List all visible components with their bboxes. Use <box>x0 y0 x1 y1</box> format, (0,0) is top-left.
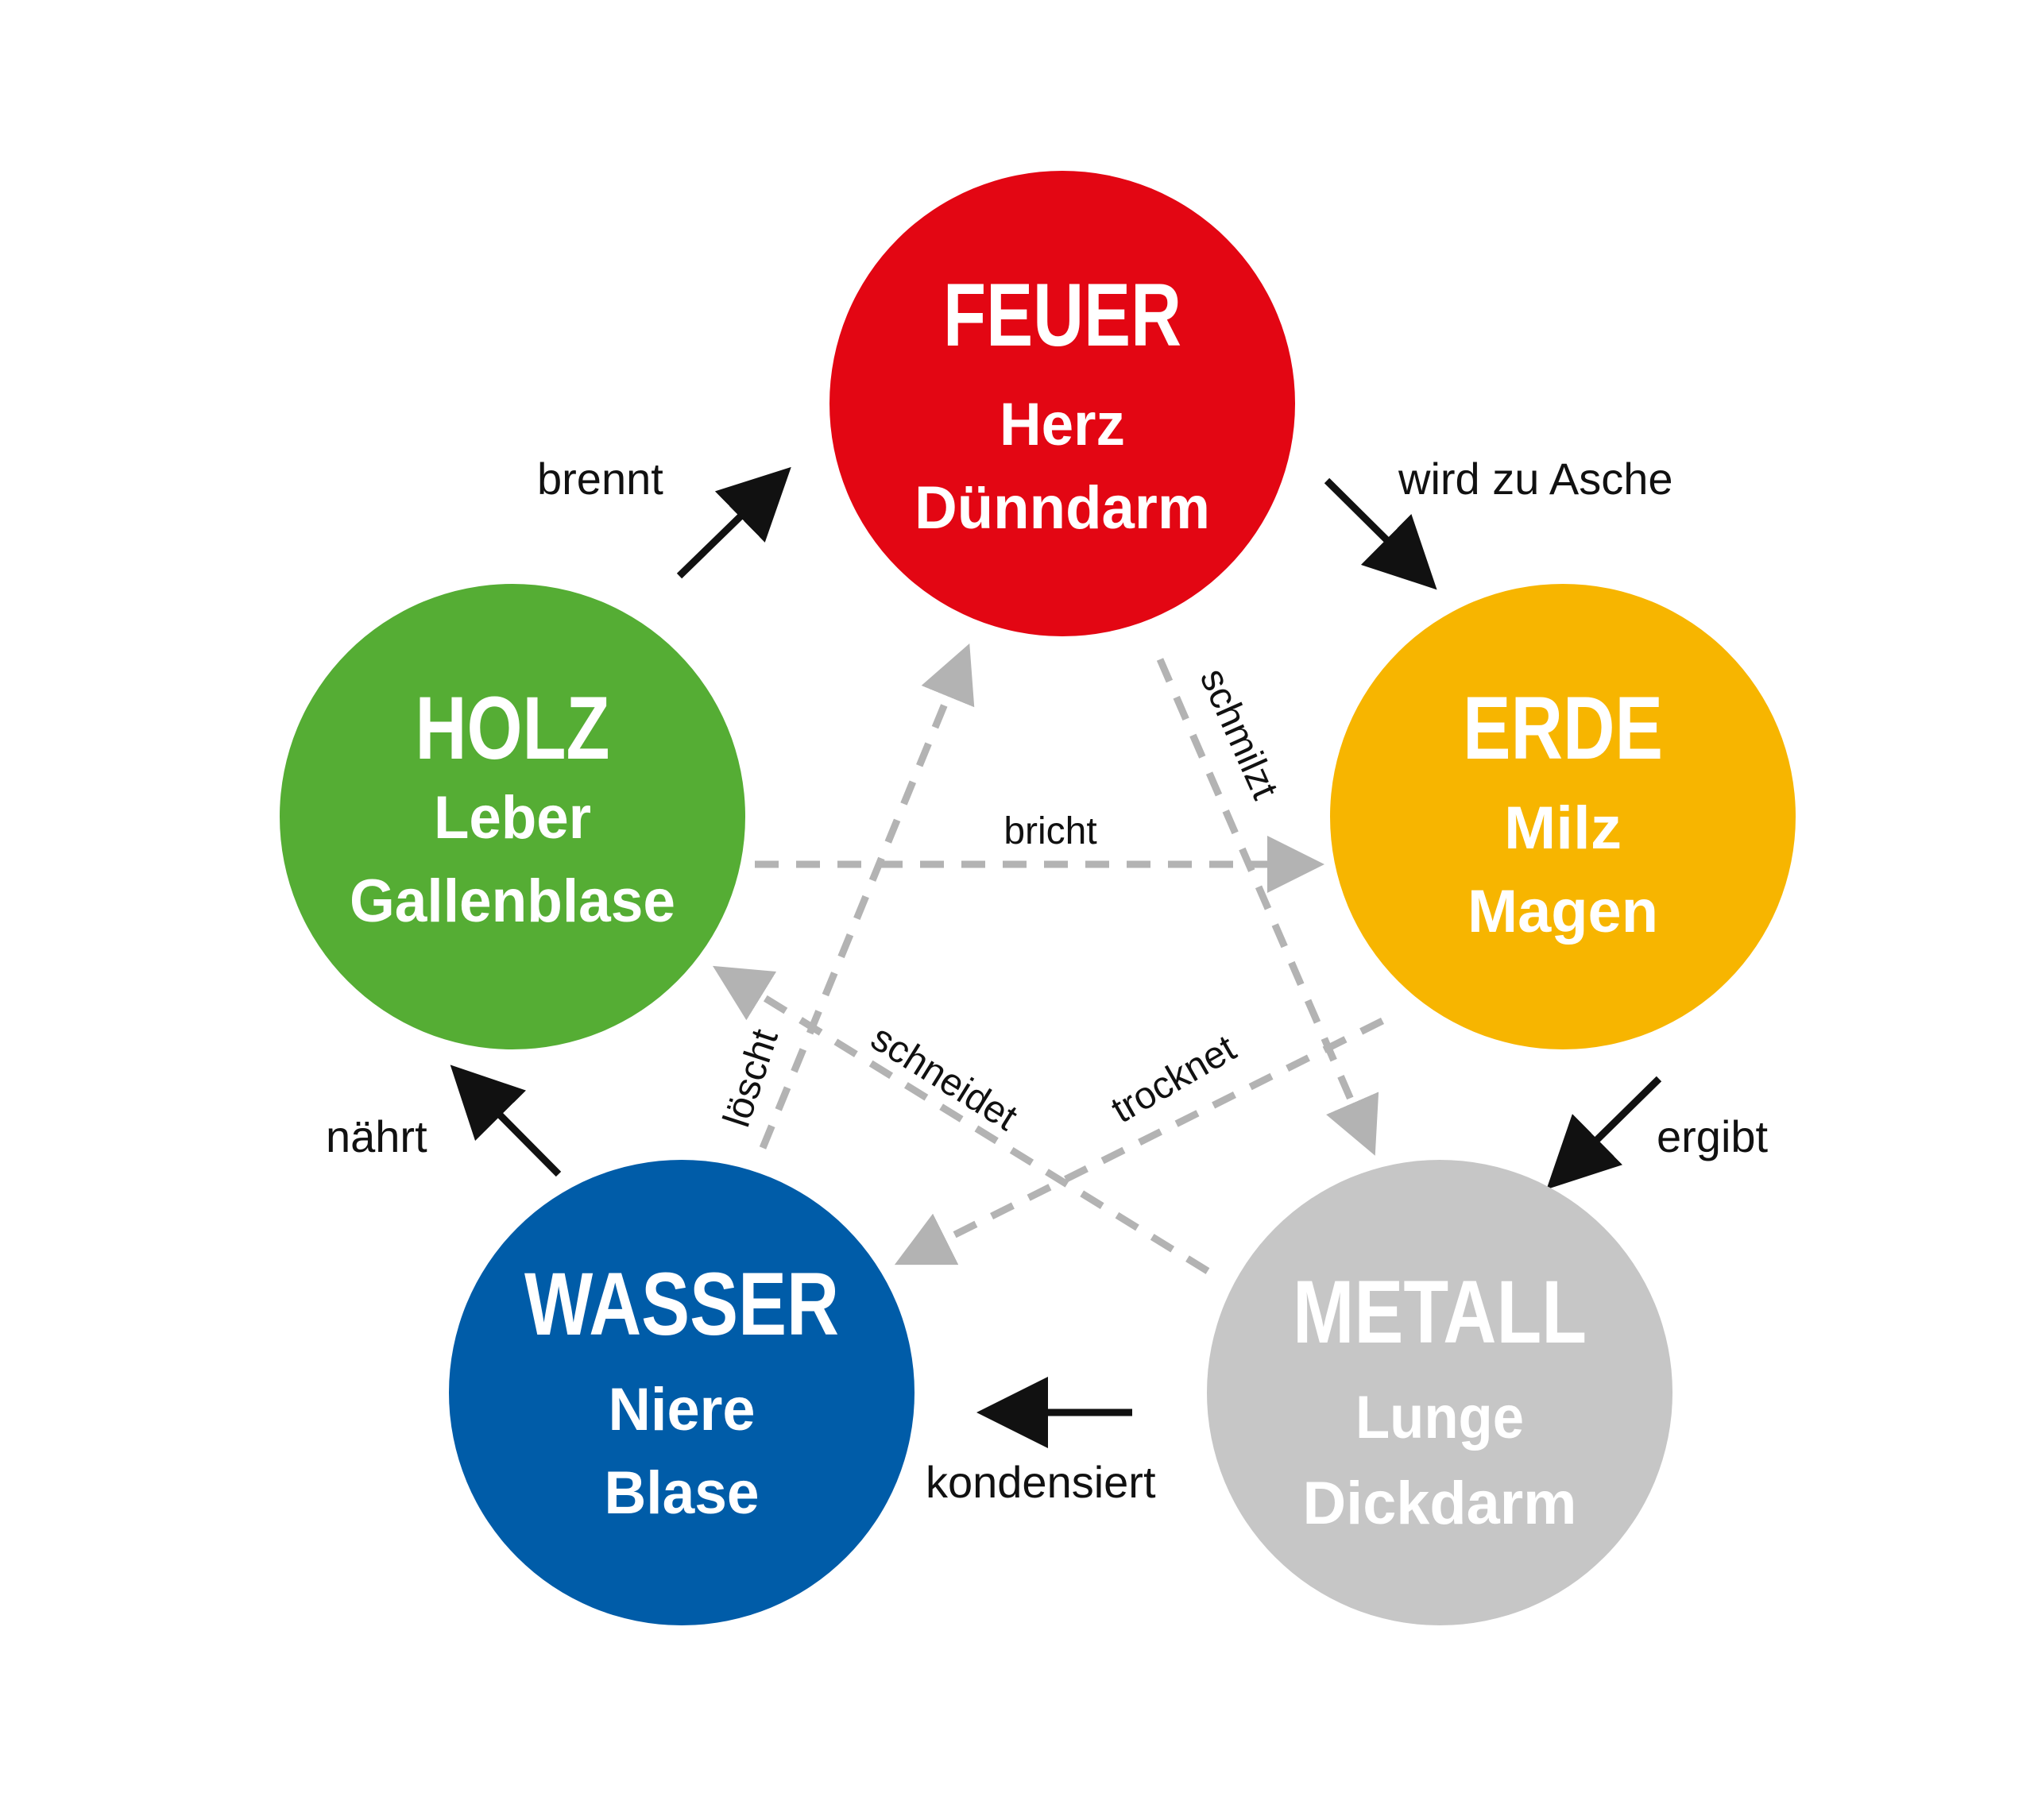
label-kondensiert: kondensiert <box>926 1457 1156 1507</box>
erde-organ-1: Milz <box>1504 794 1622 862</box>
wasser-organ-1: Niere <box>609 1376 756 1443</box>
controlling-arrow-feuer-metall <box>1156 658 1379 1156</box>
feuer-organ-2: Dünndarm <box>915 474 1210 542</box>
label-naehrt: nährt <box>326 1111 427 1161</box>
metall-title: METALL <box>1293 1262 1587 1362</box>
holz-circle <box>280 584 745 1049</box>
metall-circle <box>1207 1160 1672 1625</box>
controlling-arrow-erde-wasser <box>894 1017 1385 1265</box>
erde-title: ERDE <box>1463 678 1663 778</box>
label-ergibt: ergibt <box>1657 1111 1769 1161</box>
label-bricht: bricht <box>1003 810 1096 852</box>
controlling-arrow-wasser-feuer <box>759 643 975 1150</box>
feuer-circle <box>829 171 1295 636</box>
label-wird-zu-asche: wird zu Asche <box>1398 454 1673 504</box>
wasser-organ-2: Blase <box>605 1459 760 1527</box>
erde-organ-2: Magen <box>1467 878 1658 945</box>
generating-arrow-feuer-erde <box>1324 477 1437 590</box>
feuer-organ-1: Herz <box>1000 391 1125 458</box>
generating-arrow-erde-metall <box>1546 1076 1662 1190</box>
wasser-title: WASSER <box>524 1254 839 1354</box>
label-schmilzt: schmilzt <box>1192 663 1286 806</box>
metall-organ-1: Lunge <box>1355 1384 1524 1451</box>
metall-organ-2: Dickdarm <box>1303 1470 1577 1537</box>
label-trocknet: trocknet <box>1104 1027 1243 1131</box>
erde-circle <box>1330 584 1796 1049</box>
feuer-title: FEUER <box>943 265 1181 365</box>
holz-organ-2: Gallenblase <box>350 867 675 935</box>
label-brennt: brennt <box>537 454 663 504</box>
generating-arrow-holz-feuer <box>676 466 791 579</box>
wasser-circle <box>449 1160 915 1625</box>
generating-arrow-wasser-holz <box>450 1065 562 1177</box>
holz-title: HOLZ <box>416 678 610 778</box>
label-loescht: löscht <box>716 1024 787 1132</box>
holz-organ-1: Leber <box>434 784 591 852</box>
